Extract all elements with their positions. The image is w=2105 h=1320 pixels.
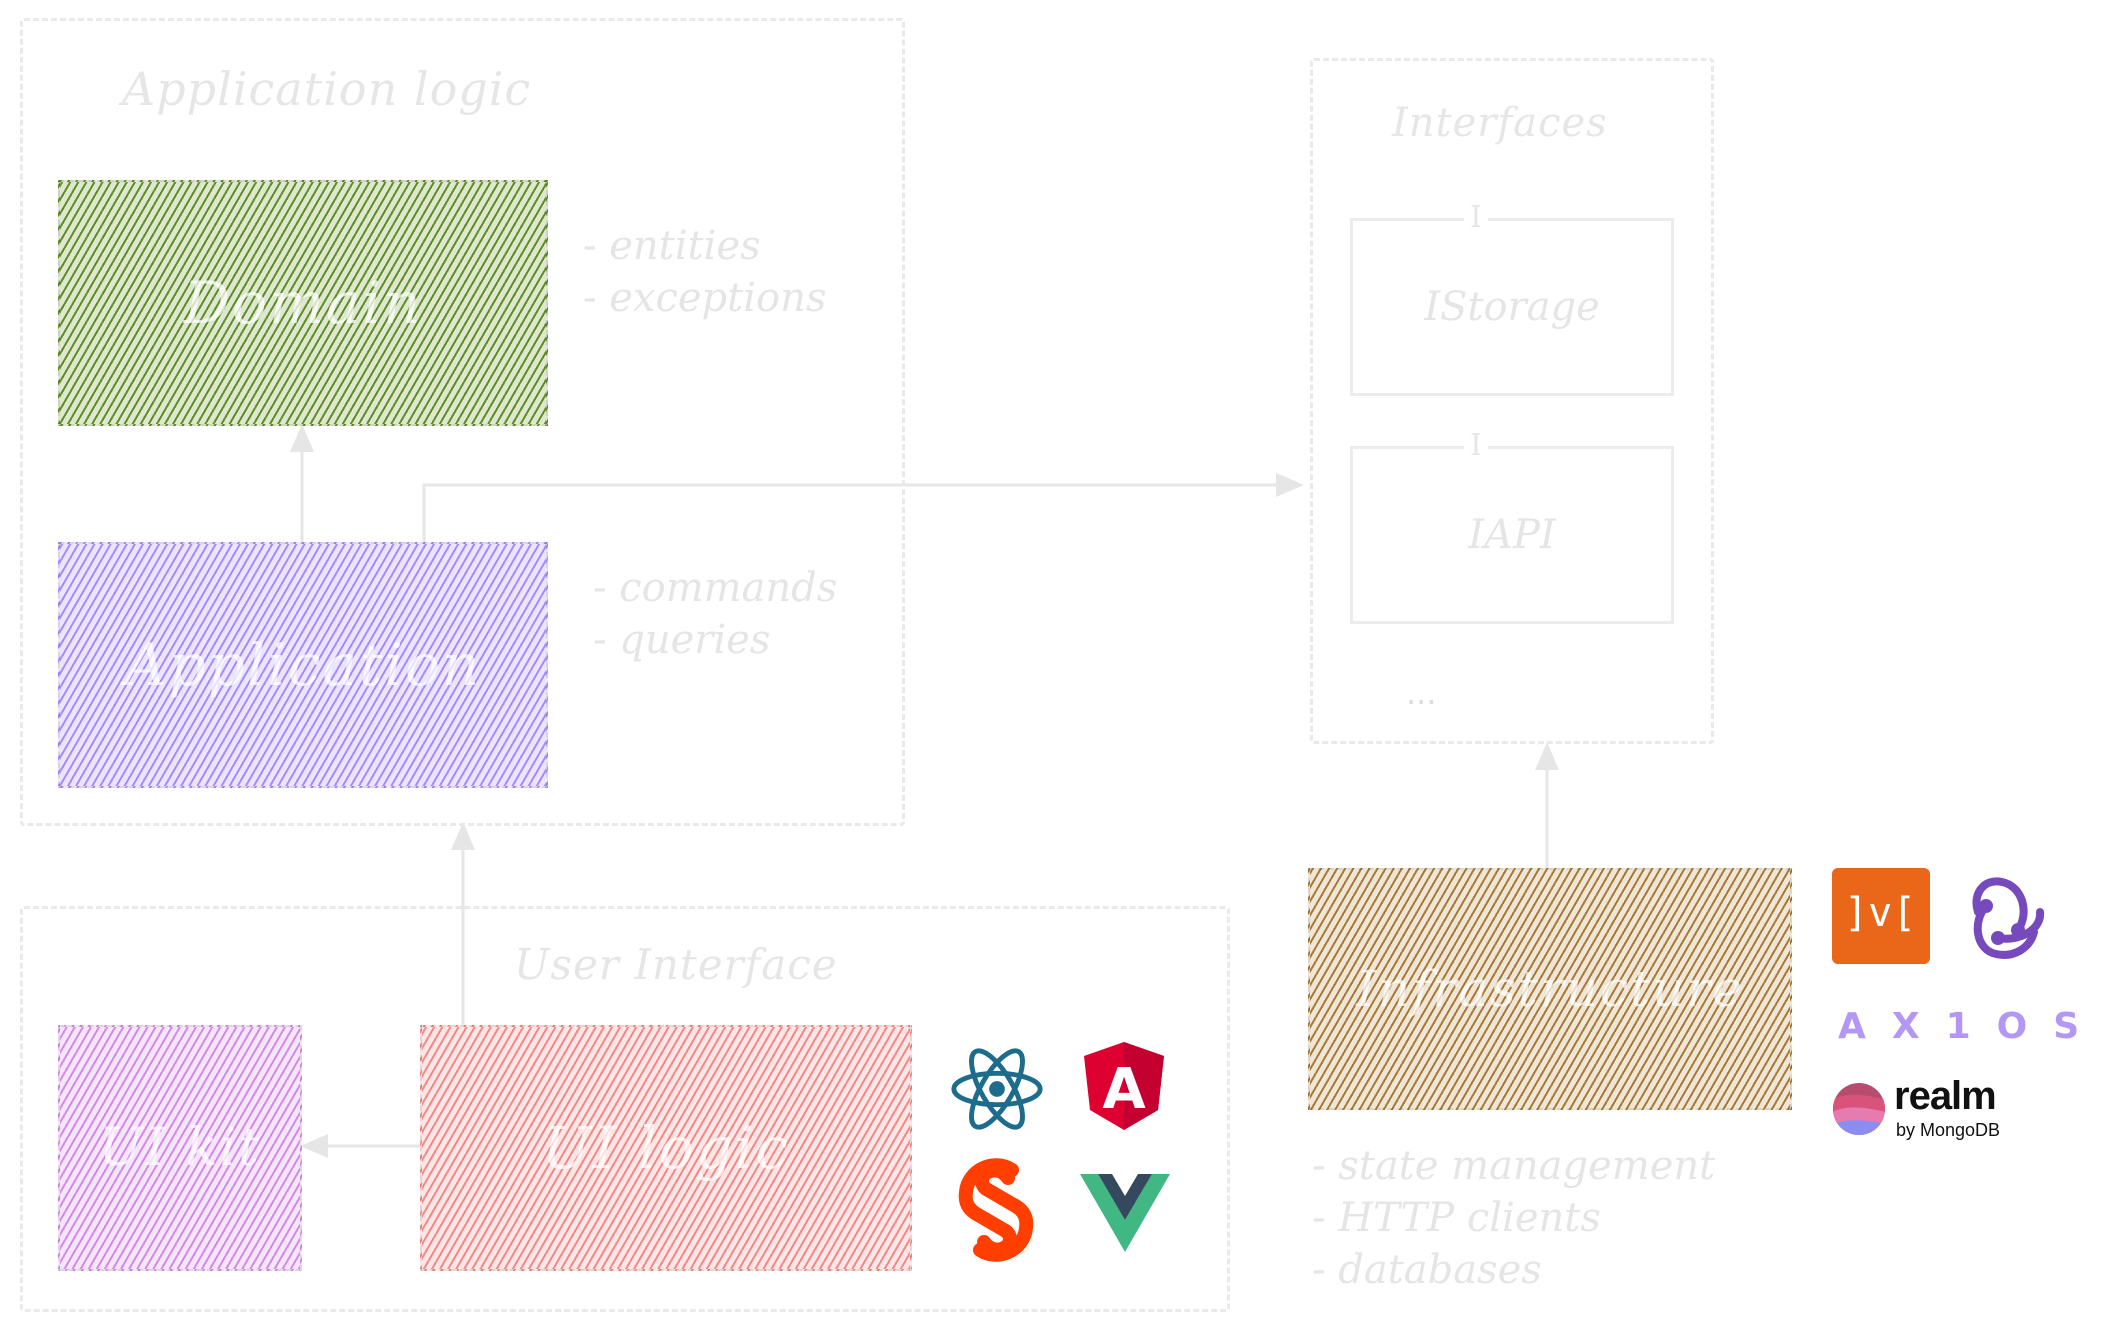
iapi-interface: IAPI — [1350, 446, 1674, 624]
application-note-commands: - commands — [593, 565, 838, 611]
realm-logo-subtitle: by MongoDB — [1896, 1120, 2001, 1140]
domain-block: Domain — [58, 180, 548, 426]
svelte-logo — [958, 1158, 1034, 1262]
angular-letter: A — [1102, 1057, 1146, 1122]
application-block: Application — [58, 542, 548, 788]
application-logic-group — [20, 18, 905, 826]
infrastructure-note-http: - HTTP clients — [1312, 1195, 1601, 1241]
vue-logo — [1080, 1174, 1170, 1252]
infrastructure-note-databases: - databases — [1312, 1247, 1542, 1293]
infrastructure-block: Infrastructure — [1308, 868, 1792, 1110]
connector-arrows — [290, 424, 1559, 1158]
angular-logo: A — [1084, 1042, 1164, 1130]
iapi-label: IAPI — [1468, 512, 1556, 558]
application-notes: - commands - queries — [593, 562, 837, 666]
application-logic-title: Application logic — [122, 62, 532, 116]
mobx-logo: ]v[ — [1832, 868, 1930, 964]
axios-logo: AX1OS — [1838, 1006, 2105, 1047]
infrastructure-notes: - state management - HTTP clients - data… — [1312, 1140, 1715, 1296]
interfaces-group — [1310, 58, 1714, 744]
arrow-application-to-interfaces — [422, 483, 1298, 542]
application-note-queries: - queries — [593, 617, 771, 663]
iapi-interface-tag: I — [1464, 428, 1488, 463]
infrastructure-note-state: - state management — [1312, 1143, 1716, 1189]
domain-note-exceptions: - exceptions — [583, 275, 827, 321]
interfaces-title: Interfaces — [1392, 100, 1608, 146]
domain-note-entities: - entities — [583, 223, 761, 269]
domain-notes: - entities - exceptions — [583, 220, 826, 324]
istorage-interface: IStorage — [1350, 218, 1674, 396]
redux-logo — [1972, 877, 2045, 959]
interfaces-more: ... — [1406, 674, 1437, 712]
react-logo — [951, 1048, 1043, 1130]
ui-kit-block: UI kit — [58, 1025, 302, 1271]
mobx-logo-text: ]v[ — [1844, 890, 1917, 936]
user-interface-title: User Interface — [514, 940, 838, 989]
ui-logic-block: UI logic — [420, 1025, 912, 1271]
istorage-label: IStorage — [1424, 284, 1600, 330]
realm-logo-mark — [1833, 1083, 1885, 1135]
user-interface-group — [20, 906, 1230, 1312]
realm-logo-text: realm — [1894, 1074, 1997, 1118]
istorage-interface-tag: I — [1464, 200, 1488, 235]
